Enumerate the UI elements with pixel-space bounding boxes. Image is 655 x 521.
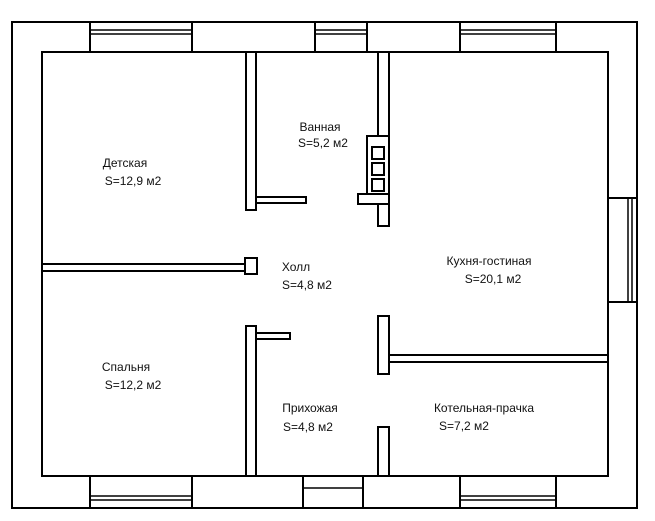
room-area-vannaya: S=5,2 м2 bbox=[298, 136, 348, 150]
room-name-holl: Холл bbox=[282, 260, 310, 274]
interior-walls bbox=[41, 51, 609, 477]
window-bottom-left bbox=[89, 475, 193, 509]
window-top-right bbox=[459, 21, 557, 53]
room-area-prihozhaya: S=4,8 м2 bbox=[283, 420, 333, 434]
room-area-spalnya: S=12,2 м2 bbox=[105, 378, 162, 392]
room-area-kuhnya: S=20,1 м2 bbox=[465, 272, 522, 286]
room-name-kotelnaya: Котельная-прачка bbox=[434, 401, 534, 415]
window-top-left bbox=[89, 21, 193, 53]
room-name-prihozhaya: Прихожая bbox=[282, 401, 338, 415]
room-name-vannaya: Ванная bbox=[299, 120, 340, 134]
window-bottom-right bbox=[459, 475, 557, 509]
window-top-middle bbox=[314, 21, 368, 53]
room-area-holl: S=4,8 м2 bbox=[282, 278, 332, 292]
room-area-detskaya: S=12,9 м2 bbox=[105, 174, 162, 188]
room-name-detskaya: Детская bbox=[103, 156, 147, 170]
room-name-spalnya: Спальня bbox=[102, 360, 150, 374]
outer-wall bbox=[11, 21, 638, 509]
room-name-kuhnya: Кухня-гостиная bbox=[447, 254, 532, 268]
entrance-door bbox=[302, 475, 364, 509]
room-area-kotelnaya: S=7,2 м2 bbox=[439, 419, 489, 433]
